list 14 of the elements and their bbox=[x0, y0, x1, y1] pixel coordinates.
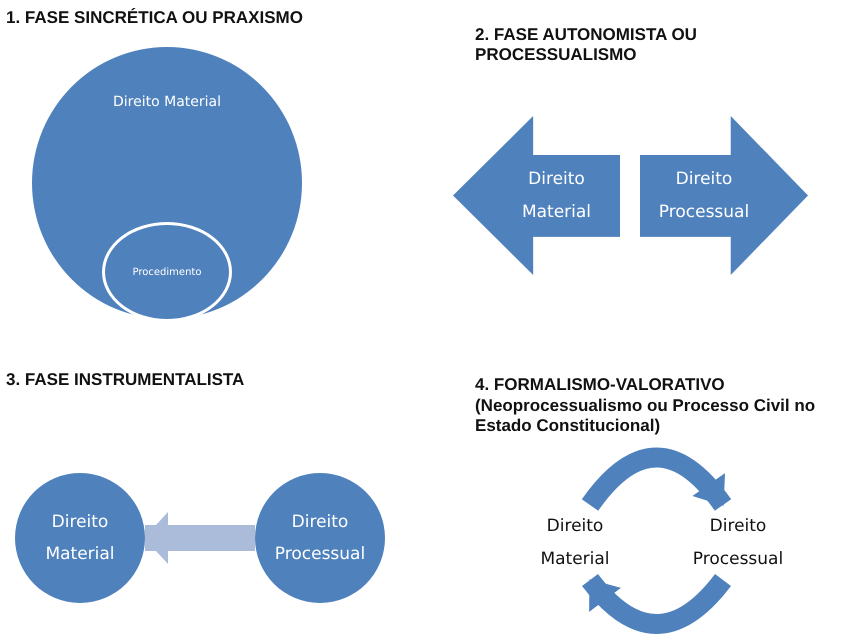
node-label: Direito Material bbox=[520, 168, 592, 224]
node-label: Direito Processual bbox=[274, 510, 366, 566]
node-label: Procedimento bbox=[132, 266, 202, 280]
node-label: Direito Processual bbox=[658, 168, 750, 224]
arrow bbox=[144, 512, 255, 564]
heading: 2. FASE AUTONOMISTA OU PROCESSUALISMO bbox=[475, 25, 698, 65]
node-label: Direito Material bbox=[539, 515, 611, 570]
node-label: Direito Material bbox=[112, 93, 222, 112]
node-label: Direito Material bbox=[44, 510, 116, 566]
heading: (Neoprocessualismo ou Processo Civil no Estado Constitucional) bbox=[475, 396, 816, 436]
heading: 4. FORMALISMO-VALORATIVO bbox=[475, 375, 726, 395]
node-label: Direito Processual bbox=[692, 515, 784, 570]
heading: 1. FASE SINCRÉTICA OU PRAXISMO bbox=[6, 8, 304, 28]
heading: 3. FASE INSTRUMENTALISTA bbox=[6, 370, 246, 390]
